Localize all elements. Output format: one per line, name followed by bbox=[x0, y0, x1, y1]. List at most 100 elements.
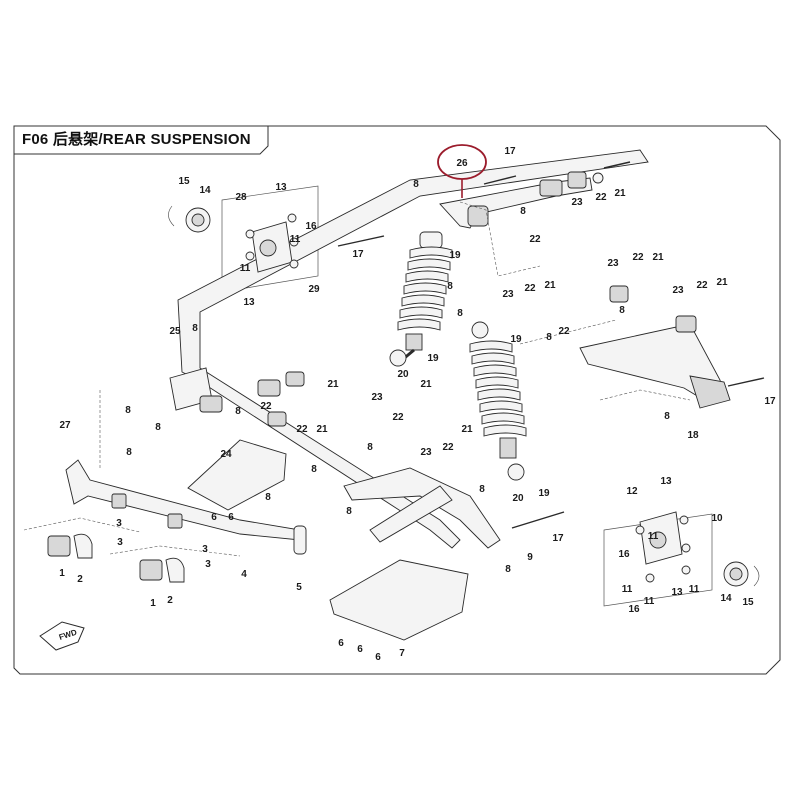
callout-part-5: 5 bbox=[296, 582, 302, 593]
callout-part-23: 23 bbox=[420, 447, 432, 458]
callout-part-14: 14 bbox=[199, 185, 211, 196]
fwd-arrow: FWD bbox=[39, 621, 85, 651]
callout-part-17: 17 bbox=[552, 533, 564, 544]
stabilizer-bushing-b bbox=[167, 513, 183, 529]
callout-part-11: 11 bbox=[689, 584, 700, 595]
callout-part-23: 23 bbox=[672, 285, 684, 296]
callout-part-28: 28 bbox=[235, 192, 247, 203]
callout-part-11: 11 bbox=[240, 263, 251, 274]
callout-part-10: 10 bbox=[711, 513, 723, 524]
callout-part-19: 19 bbox=[510, 334, 522, 345]
hub-assembly-right bbox=[635, 511, 691, 583]
callout-part-15: 15 bbox=[742, 597, 754, 608]
a-arm-right-bushing-2 bbox=[609, 285, 629, 303]
callout-part-17: 17 bbox=[764, 396, 776, 407]
callout-part-8: 8 bbox=[367, 442, 373, 453]
callout-part-13: 13 bbox=[243, 297, 255, 308]
callout-part-17: 17 bbox=[504, 146, 516, 157]
assembly-line-4 bbox=[109, 545, 241, 557]
callout-part-8: 8 bbox=[546, 332, 552, 343]
assembly-line-6 bbox=[519, 319, 617, 345]
callout-part-22: 22 bbox=[442, 442, 454, 453]
callout-part-23: 23 bbox=[571, 197, 583, 208]
callout-part-3: 3 bbox=[205, 559, 211, 570]
callout-part-11: 11 bbox=[648, 531, 659, 542]
callout-part-27: 27 bbox=[59, 420, 71, 431]
stabilizer-end-link bbox=[293, 525, 307, 555]
callout-part-8: 8 bbox=[346, 506, 352, 517]
a-arm-right-bushing bbox=[675, 315, 697, 333]
callout-part-8: 8 bbox=[155, 422, 161, 433]
clamp-bracket-2 bbox=[73, 533, 93, 559]
shock-absorber-left bbox=[389, 231, 453, 367]
callout-part-8: 8 bbox=[664, 411, 670, 422]
washer-upper bbox=[592, 172, 604, 184]
callout-part-15: 15 bbox=[178, 176, 190, 187]
callout-part-25: 25 bbox=[169, 326, 181, 337]
callout-part-22: 22 bbox=[260, 401, 272, 412]
callout-part-4: 4 bbox=[241, 569, 247, 580]
bolt-17-bottom bbox=[511, 511, 565, 529]
clamp-bushing-1 bbox=[47, 535, 71, 557]
assembly-line-3 bbox=[23, 517, 141, 533]
clamp-bracket-2b bbox=[165, 557, 185, 583]
callout-part-8: 8 bbox=[126, 447, 132, 458]
callout-part-6: 6 bbox=[375, 652, 381, 663]
callout-part-11: 11 bbox=[290, 234, 301, 245]
callout-part-23: 23 bbox=[607, 258, 619, 269]
callout-part-21: 21 bbox=[716, 277, 728, 288]
page-frame bbox=[13, 125, 781, 675]
callout-part-29: 29 bbox=[308, 284, 320, 295]
callout-part-17: 17 bbox=[352, 249, 364, 260]
callout-part-16: 16 bbox=[618, 549, 630, 560]
callout-part-16: 16 bbox=[305, 221, 317, 232]
callout-part-16: 16 bbox=[628, 604, 640, 615]
title-frame bbox=[13, 125, 269, 155]
shock-absorber-right bbox=[469, 321, 527, 481]
callout-part-21: 21 bbox=[316, 424, 328, 435]
callout-part-24: 24 bbox=[220, 449, 232, 460]
callout-part-13: 13 bbox=[671, 587, 683, 598]
left-bushing-b bbox=[257, 379, 281, 397]
callout-part-8: 8 bbox=[235, 406, 241, 417]
callout-part-2: 2 bbox=[167, 595, 173, 606]
callout-part-23: 23 bbox=[502, 289, 514, 300]
assembly-line-5 bbox=[599, 389, 691, 401]
callout-part-8: 8 bbox=[619, 305, 625, 316]
rear-frame bbox=[177, 149, 649, 549]
callout-part-7: 7 bbox=[399, 648, 405, 659]
lower-swing-arm bbox=[343, 467, 501, 549]
callout-part-20: 20 bbox=[397, 369, 409, 380]
callout-part-20: 20 bbox=[512, 493, 524, 504]
callout-part-11: 11 bbox=[622, 584, 633, 595]
callout-part-22: 22 bbox=[392, 412, 404, 423]
callout-part-21: 21 bbox=[652, 252, 664, 263]
callout-part-8: 8 bbox=[520, 206, 526, 217]
left-bushing-c bbox=[285, 371, 305, 387]
callout-part-6: 6 bbox=[357, 644, 363, 655]
callout-part-21: 21 bbox=[461, 424, 473, 435]
callout-part-12: 12 bbox=[626, 486, 638, 497]
callout-part-21: 21 bbox=[544, 280, 556, 291]
hub-group-frame-left bbox=[221, 185, 319, 293]
callout-part-6: 6 bbox=[228, 512, 234, 523]
callout-part-22: 22 bbox=[524, 283, 536, 294]
callout-part-8: 8 bbox=[457, 308, 463, 319]
callout-part-13: 13 bbox=[660, 476, 672, 487]
callout-part-6: 6 bbox=[211, 512, 217, 523]
bolt-17-right bbox=[727, 377, 765, 387]
bolt-upper bbox=[603, 161, 631, 169]
skid-plate-left bbox=[187, 439, 287, 511]
callout-part-8: 8 bbox=[265, 492, 271, 503]
callout-part-8: 8 bbox=[505, 564, 511, 575]
stabilizer-bushing-a bbox=[111, 493, 127, 509]
callout-part-2: 2 bbox=[77, 574, 83, 585]
callout-part-8: 8 bbox=[192, 323, 198, 334]
clamp-bushing-1b bbox=[139, 559, 163, 581]
callout-part-3: 3 bbox=[202, 544, 208, 555]
callout-part-22: 22 bbox=[595, 192, 607, 203]
hub-assembly-left bbox=[245, 213, 299, 273]
